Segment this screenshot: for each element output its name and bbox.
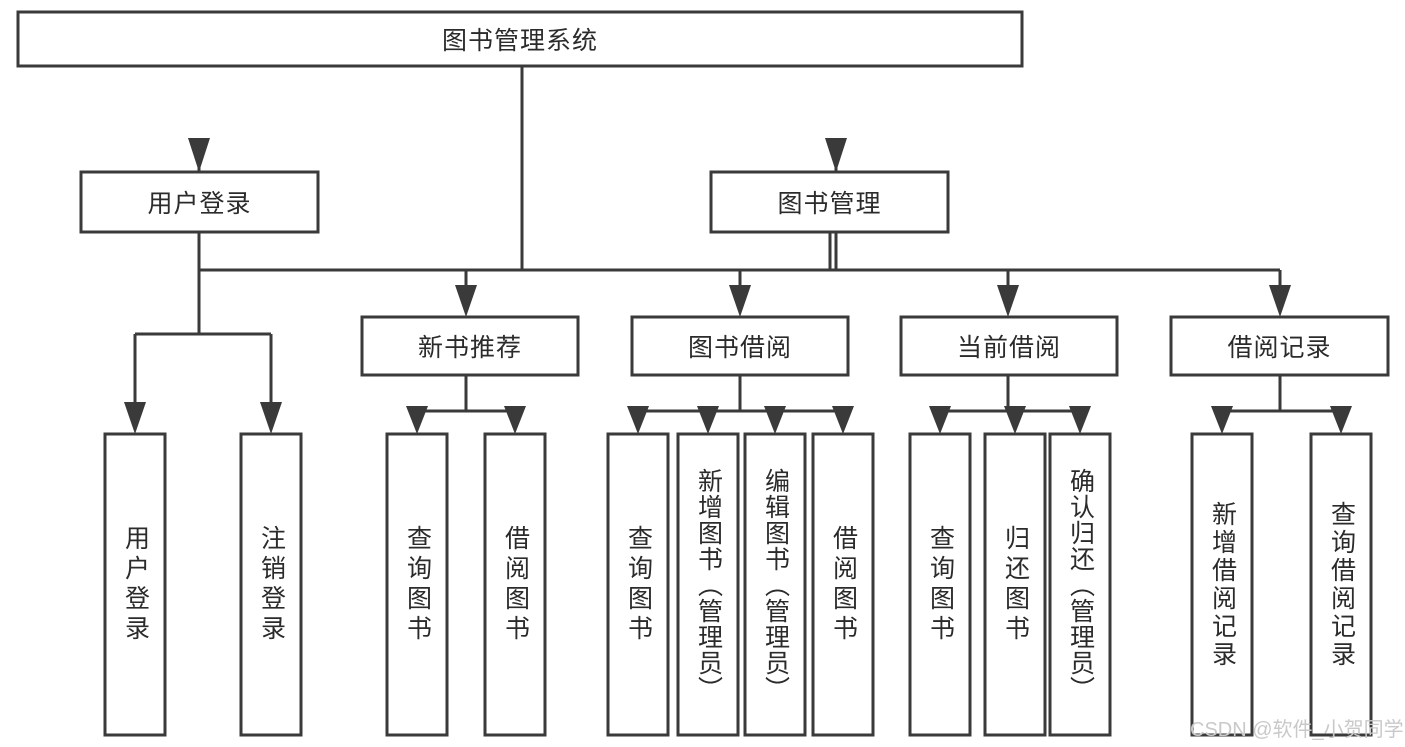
connector-new-book-recommend-to-leaves (415, 375, 517, 420)
connector-book-manage-to-level3 (464, 232, 1282, 297)
node-box-leaf-return-book[interactable] (983, 432, 1047, 737)
node-box-leaf-logout[interactable] (239, 432, 303, 737)
arrowhead-to-leaf-confirm-return-admin (1069, 406, 1091, 434)
connector-user-login-to-leaves (133, 232, 273, 412)
node-box-borrow-record[interactable] (1169, 315, 1390, 377)
connector-book-borrow-to-leaves (636, 375, 845, 420)
node-box-leaf-user-login[interactable] (103, 432, 167, 737)
node-box-leaf-add-borrow-record[interactable] (1190, 432, 1254, 737)
arrowhead-to-leaf-borrow-book-rec (504, 406, 526, 434)
arrowhead-to-new-book-recommend (455, 285, 477, 317)
connector-borrow-record-to-leaves (1220, 375, 1343, 420)
arrowhead-to-book-manage (825, 138, 847, 172)
node-box-leaf-edit-book-admin[interactable] (743, 432, 807, 737)
node-box-leaf-query-book-cur[interactable] (908, 432, 972, 737)
node-box-leaf-confirm-return-admin[interactable] (1048, 432, 1112, 737)
node-box-user-login[interactable] (79, 170, 320, 234)
arrowhead-to-leaf-edit-book-admin (764, 406, 786, 434)
arrowhead-to-leaf-query-book-rec (406, 406, 428, 434)
arrowhead-to-leaf-return-book (1004, 406, 1026, 434)
arrowhead-to-current-borrow (997, 285, 1019, 317)
connector-root-to-level2 (197, 66, 838, 272)
arrowhead-to-leaf-query-book-cur (929, 406, 951, 434)
arrowhead-to-book-borrow (729, 285, 751, 317)
arrowhead-to-leaf-borrow-book (832, 406, 854, 434)
node-box-leaf-borrow-book-rec[interactable] (483, 432, 547, 737)
arrowhead-to-leaf-user-login (124, 402, 146, 434)
node-box-book-borrow[interactable] (630, 315, 850, 377)
node-box-leaf-add-book-admin[interactable] (676, 432, 740, 737)
arrowhead-to-leaf-query-borrow-record (1330, 406, 1352, 434)
node-box-book-manage[interactable] (709, 170, 950, 234)
node-box-leaf-query-borrow-record[interactable] (1309, 432, 1373, 737)
node-box-leaf-borrow-book[interactable] (811, 432, 875, 737)
node-box-new-book-recommend[interactable] (360, 315, 580, 377)
node-box-root[interactable] (16, 10, 1024, 68)
node-box-leaf-query-book-borrow[interactable] (606, 432, 670, 737)
node-box-current-borrow[interactable] (899, 315, 1119, 377)
arrowhead-to-leaf-add-book-admin (697, 406, 719, 434)
arrowhead-to-borrow-record (1269, 285, 1291, 317)
arrowhead-to-leaf-query-book-borrow (627, 406, 649, 434)
node-box-leaf-query-book-rec[interactable] (385, 432, 449, 737)
arrowhead-to-leaf-logout (260, 402, 282, 434)
arrowhead-to-user-login (188, 138, 210, 172)
arrowhead-to-leaf-add-borrow-record (1211, 406, 1233, 434)
